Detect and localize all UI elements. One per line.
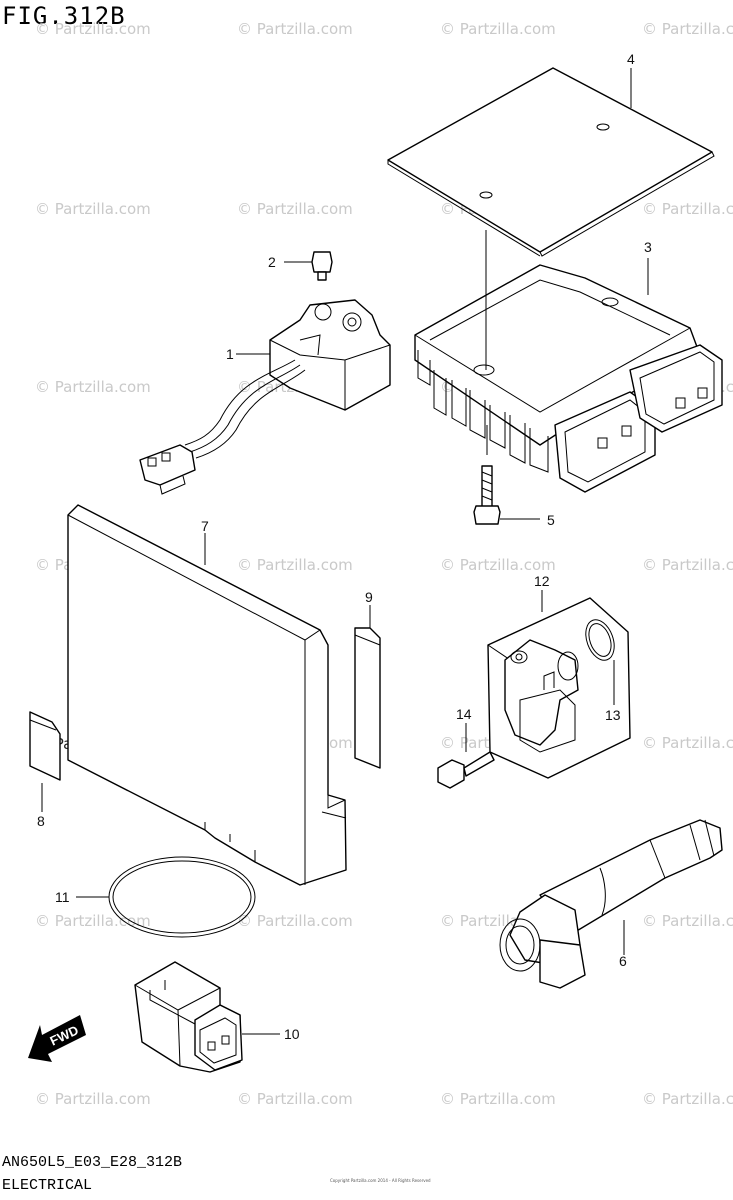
- fwd-arrow-icon: FWD: [28, 1015, 86, 1062]
- watermark: © Partzilla.com: [35, 912, 151, 930]
- part-5-bolt: [473, 425, 540, 525]
- callout-9: 9: [365, 589, 373, 605]
- watermark: © Partzilla.com: [237, 20, 353, 38]
- watermark: © Partzilla.com: [642, 556, 733, 574]
- watermark: © Partzilla.com: [440, 20, 556, 38]
- part-11-band: [76, 856, 256, 938]
- callout-2: 2: [268, 254, 276, 270]
- part-1-relay: [139, 299, 391, 495]
- part-10-relay: [134, 961, 280, 1073]
- callout-13: 13: [605, 707, 621, 723]
- callout-11: 11: [55, 889, 70, 905]
- watermark: © Partzilla.com: [440, 556, 556, 574]
- watermark: © Partzilla.com: [35, 20, 151, 38]
- watermark: © Partzilla.com: [35, 200, 151, 218]
- callout-8: 8: [37, 813, 45, 829]
- watermark: © Partzilla.com: [642, 1090, 733, 1108]
- watermark: © Partzilla.com: [237, 200, 353, 218]
- watermark: © Partzilla.com: [237, 556, 353, 574]
- watermark: © Partzilla.com: [237, 912, 353, 930]
- part-8-pad: [29, 711, 61, 812]
- watermark: © Partzilla.com: [642, 734, 733, 752]
- watermark: © Partzilla.com: [642, 912, 733, 930]
- callout-7: 7: [201, 518, 209, 534]
- callout-14: 14: [456, 706, 472, 722]
- diagram-code: AN650L5_E03_E28_312B: [2, 1154, 183, 1171]
- callout-5: 5: [547, 512, 555, 528]
- part-3-regulator: [414, 230, 723, 493]
- part-7-ecm: [67, 504, 347, 886]
- callout-6: 6: [619, 953, 627, 969]
- callout-10: 10: [284, 1026, 300, 1042]
- part-12-sensor: [487, 590, 631, 779]
- part-2-bolt: [284, 251, 333, 281]
- watermark: © Partzilla.com: [35, 378, 151, 396]
- watermark: © Partzilla.com: [35, 1090, 151, 1108]
- callout-labels: 1 2 3 4 5 6 7 8 9 10 11 12 13 14: [37, 51, 652, 1042]
- watermark: © Partzilla.com: [237, 1090, 353, 1108]
- part-13-oring: [585, 619, 615, 705]
- callout-3: 3: [644, 239, 652, 255]
- copyright-note: Copyright Partzilla.com 2014 - All Right…: [330, 1178, 431, 1183]
- figure-title: FIG.312B: [2, 2, 126, 30]
- part-6-coil: [499, 819, 723, 989]
- callout-4: 4: [627, 51, 635, 67]
- diagram-name: ELECTRICAL: [2, 1177, 93, 1194]
- part-4-cover: [387, 67, 715, 257]
- part-14-screw: [437, 723, 495, 789]
- callout-1: 1: [226, 346, 234, 362]
- watermark: © Partzilla.com: [642, 20, 733, 38]
- watermark: © Partzilla.com: [642, 200, 733, 218]
- callout-12: 12: [534, 573, 550, 589]
- part-9-pad: [354, 605, 381, 769]
- watermark: © Partzilla.com: [440, 1090, 556, 1108]
